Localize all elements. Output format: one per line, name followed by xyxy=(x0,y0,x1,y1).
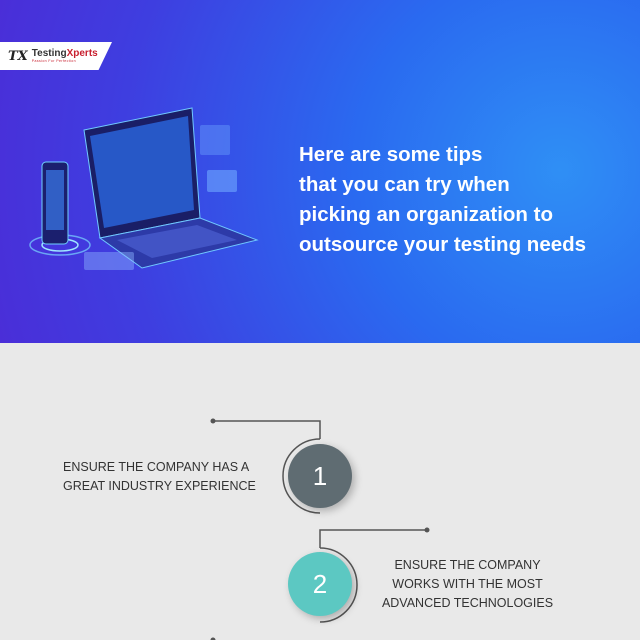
step-2-text: Ensure the company works with the most a… xyxy=(381,558,554,610)
logo-mark: TX xyxy=(8,48,28,64)
step-1-badge: 1 xyxy=(288,444,352,508)
step-1-text: Ensure the company has a great industry … xyxy=(63,460,256,493)
laptop-and-phone-icon xyxy=(29,107,259,270)
brand-name-b: Xperts xyxy=(66,48,98,59)
hero-headline: Here are some tips that you can try when… xyxy=(299,143,587,256)
testingxperts-logo[interactable]: TX TestingXperts Passion For Perfection xyxy=(0,42,112,70)
hero-banner: TX TestingXperts Passion For Perfection … xyxy=(0,0,640,343)
step-2-badge: 2 xyxy=(288,552,352,616)
brand-tagline: Passion For Perfection xyxy=(31,59,76,63)
brand-name-a: Testing xyxy=(31,48,67,59)
